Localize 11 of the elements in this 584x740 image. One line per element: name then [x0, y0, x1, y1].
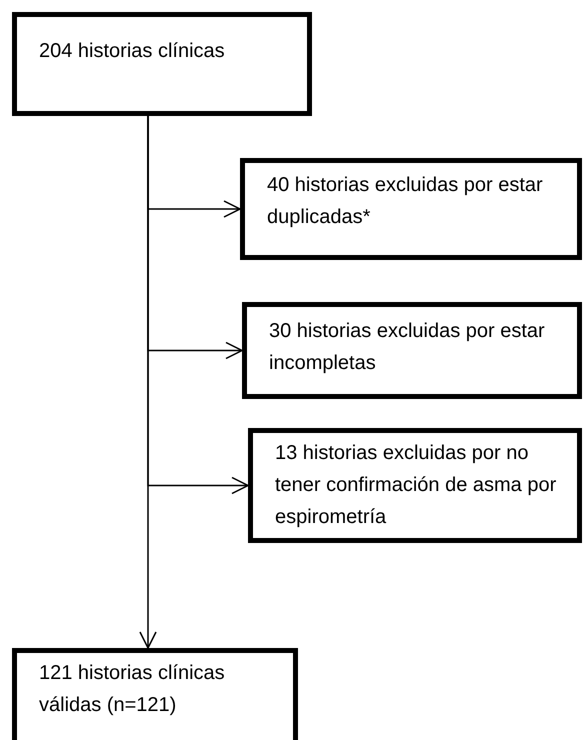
process-box: [12, 648, 298, 740]
process-box: [240, 158, 582, 260]
process-box: [12, 12, 312, 116]
process-box: [248, 428, 582, 543]
box-text: 40 historias excluidas por estar duplicadas*: [267, 173, 544, 230]
box-text: 204 historias clínicas: [39, 39, 226, 64]
box-text: 13 historias excluidas por no tener confirmación de asma por espirometría: [275, 441, 558, 530]
process-box: [242, 302, 582, 399]
arrow: [147, 116, 249, 494]
box-text: 30 historias excluidas por estar incompletas: [269, 319, 546, 376]
box-text: 121 historias clínicas válidas (n=121): [39, 661, 226, 718]
